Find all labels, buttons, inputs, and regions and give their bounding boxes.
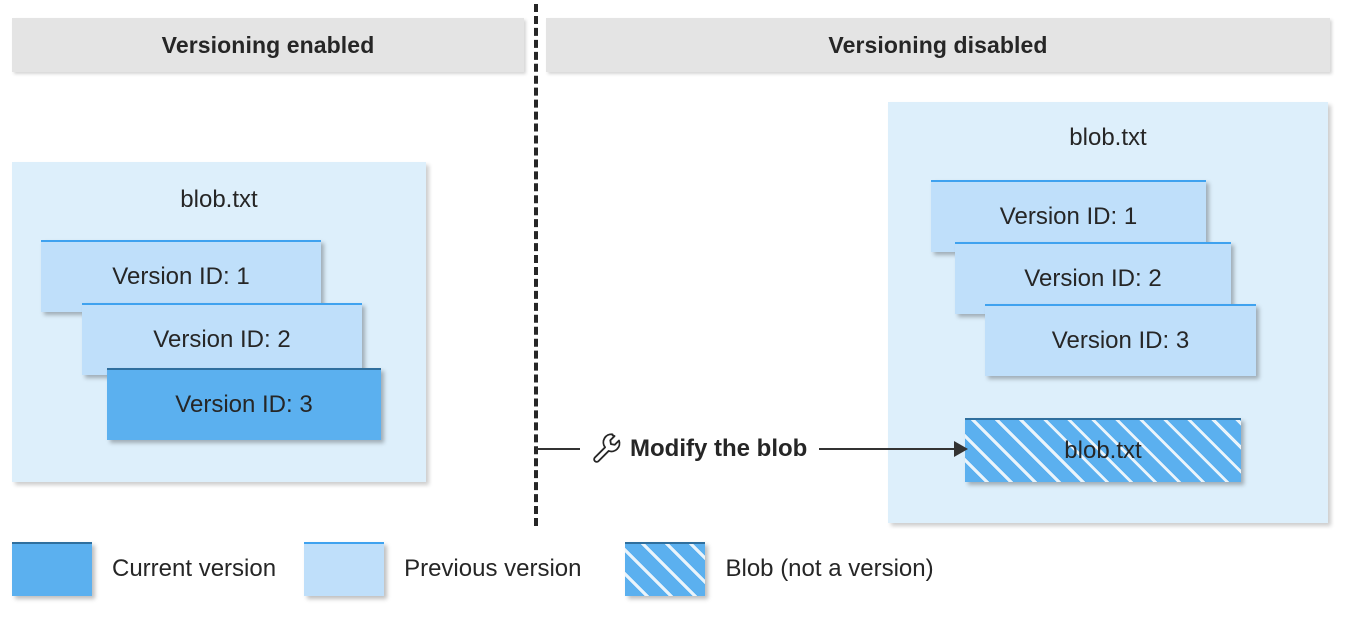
modify-the-blob-label: Modify the blob <box>630 435 808 462</box>
version-card-right-2-label: Version ID: 2 <box>1024 265 1162 292</box>
version-card-left-2: Version ID: 2 <box>82 303 362 375</box>
blob-not-a-version-card: blob.txt <box>965 418 1241 482</box>
blob-container-left-title: blob.txt <box>180 186 258 213</box>
version-card-left-1: Version ID: 1 <box>41 240 321 312</box>
callout-lead-line <box>536 448 580 450</box>
legend-swatch-current-version <box>12 542 92 596</box>
legend-label-blob-not-a-version: Blob (not a version) <box>725 555 934 582</box>
version-card-right-2: Version ID: 2 <box>955 242 1231 314</box>
callout-arrow-line <box>819 448 955 450</box>
version-card-right-1: Version ID: 1 <box>931 180 1206 252</box>
legend-item-current-version: Current version <box>12 541 276 597</box>
version-card-left-3: Version ID: 3 <box>107 368 381 440</box>
version-card-right-3-label: Version ID: 3 <box>1051 327 1190 354</box>
version-card-left-3-label: Version ID: 3 <box>175 391 313 418</box>
version-card-left-1-label: Version ID: 1 <box>112 263 250 290</box>
callout-arrow <box>819 441 968 457</box>
blob-not-a-version-label: blob.txt <box>1064 437 1142 464</box>
version-card-right-1-label: Version ID: 1 <box>999 203 1138 230</box>
legend-item-blob-not-a-version: Blob (not a version) <box>625 541 934 597</box>
column-header-versioning-disabled: Versioning disabled <box>546 18 1330 72</box>
version-card-left-2-label: Version ID: 2 <box>153 326 291 353</box>
modify-the-blob-callout: Modify the blob <box>536 428 968 470</box>
legend-item-previous-version: Previous version <box>304 541 581 597</box>
version-card-right-3: Version ID: 3 <box>985 304 1256 376</box>
legend-swatch-blob-not-a-version <box>625 542 706 596</box>
column-header-versioning-enabled: Versioning enabled <box>12 18 524 72</box>
column-header-left-label: Versioning enabled <box>161 31 375 58</box>
blob-container-right-title: blob.txt <box>1069 124 1147 151</box>
wrench-icon <box>590 430 624 469</box>
legend: Current version Previous version Blob (n… <box>12 541 934 597</box>
legend-label-previous-version: Previous version <box>404 555 582 582</box>
column-header-right-label: Versioning disabled <box>828 31 1048 58</box>
dashed-divider <box>534 4 538 526</box>
legend-label-current-version: Current version <box>112 555 277 582</box>
callout-arrow-head <box>954 441 968 457</box>
legend-swatch-previous-version <box>304 542 385 596</box>
